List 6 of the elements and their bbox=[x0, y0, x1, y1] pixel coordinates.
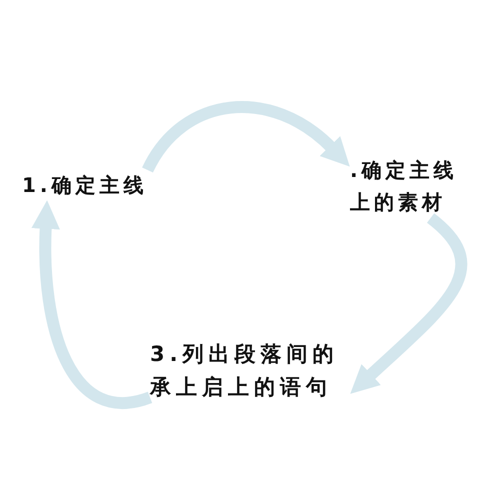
curved-arrow bbox=[31, 200, 152, 408]
step-text: 1.确定主线 bbox=[22, 170, 148, 200]
step-text: .确定主线上的素材 bbox=[350, 154, 474, 218]
curved-arrow bbox=[350, 213, 468, 394]
step-text: 3.列出段落间的承上启上的语句 bbox=[150, 338, 350, 404]
curved-arrow bbox=[142, 101, 352, 173]
